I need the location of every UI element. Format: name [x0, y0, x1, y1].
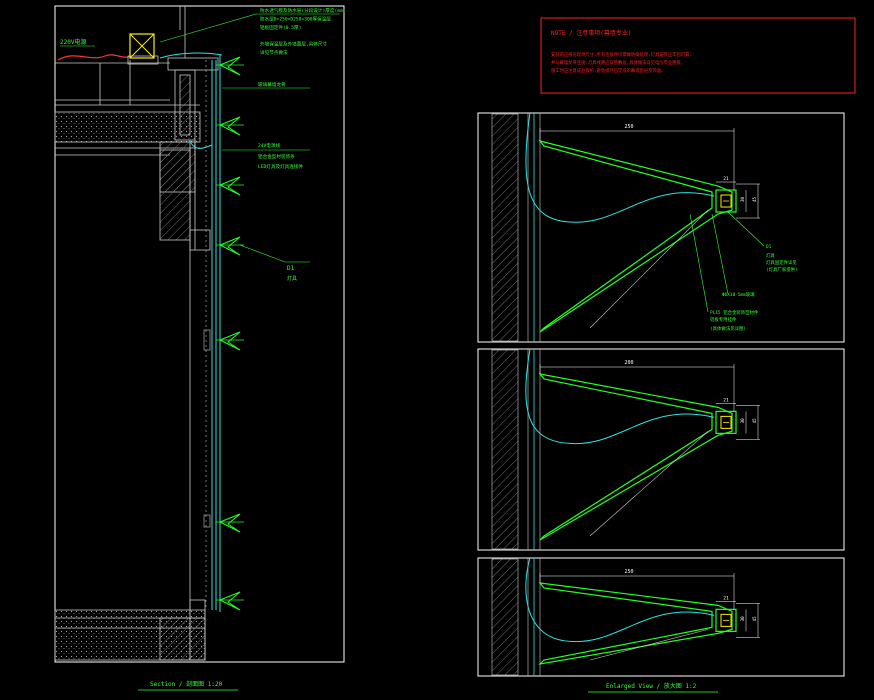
fin [218, 176, 241, 196]
note-title: NOTE / 注意事项(幕墙专业) [551, 29, 632, 37]
mullion-ticks [203, 60, 211, 610]
dim-h2-label: 45 [752, 616, 757, 622]
glass-curve [525, 557, 715, 642]
section-notes-top: 防水透气膜及防水层(分段设计)厚度(mm) 防水层D=250×D250×300厚保… [260, 7, 346, 56]
fixture-box [715, 189, 737, 213]
dim-top-label: 200 [624, 360, 633, 366]
section-view: 220V电源 [54, 5, 346, 691]
detail-panel-2: 200 21 30 45 [477, 348, 845, 551]
fins [216, 56, 244, 611]
section-note-top-0: 防水透气膜及防水层(分段设计)厚度(mm) [260, 7, 346, 14]
junction-box [127, 33, 159, 65]
dim-h1-label: 30 [740, 616, 745, 622]
section-note-top-2: 铝板固定件(0.5厚) [260, 24, 301, 31]
detail-frame [477, 557, 845, 677]
wall-hatch [491, 558, 519, 676]
fin-outline [538, 373, 733, 541]
wall-hatch [491, 349, 519, 550]
dim-h1-label: 30 [740, 418, 745, 424]
wall-lines [54, 6, 211, 661]
section-frame [54, 5, 345, 663]
note-box: NOTE / 注意事项(幕墙专业) 安装前应核对现场尺寸,所有连接件均需做防腐处… [540, 17, 856, 94]
brace [589, 629, 709, 661]
detail-panel-3: 250 21 30 45 [477, 557, 845, 677]
detail-frame [477, 348, 845, 551]
section-note-mid-2: 铝合金型材装饰条 [258, 153, 295, 160]
wall-hatch [491, 113, 519, 342]
note-line-1: 并与幕墙龙骨连接,灯具线路应穿管敷设,具体做法详见电气专业图纸, [551, 59, 683, 66]
detail-frame [477, 112, 845, 343]
coping [167, 57, 219, 141]
note-line-2: 施工时应注意成品保护,避免损坏已完成的幕墙面层及饰面。 [551, 67, 665, 74]
dim-w-label: 21 [723, 176, 729, 182]
section-note-top-3: 外墙保温层及外墙面层,具体尺寸 [260, 41, 327, 48]
callout-5: PL15 铝合金装饰型材件 [710, 309, 759, 316]
section-note-top-4: 详见节点做法 [260, 49, 288, 56]
callout-0: D1 [766, 244, 772, 250]
glass-curve [525, 348, 715, 444]
callout-1: 灯具 [766, 252, 775, 259]
glass-panel [159, 52, 223, 612]
dim-top-label: 250 [624, 569, 633, 575]
section-note-mid-3: LED灯具及灯具连接件 [258, 163, 303, 170]
brace [589, 431, 709, 537]
dim-h2-label: 45 [752, 196, 757, 202]
fixture-lamp [720, 415, 732, 429]
fin [218, 591, 241, 611]
rain-curve [57, 54, 133, 61]
rain-label: 220V电源 [60, 38, 86, 46]
brace [589, 209, 709, 329]
fin [218, 116, 241, 136]
dim-h2-label: 45 [752, 418, 757, 424]
fin [218, 513, 241, 533]
fin [218, 56, 241, 76]
fin [218, 236, 241, 256]
d1-label: D1 [287, 265, 295, 272]
note-lines: 安装前应核对现场尺寸,所有连接件均需做防腐处理,灯具安装应牢固可靠,并与幕墙龙骨… [551, 51, 692, 74]
fixture-box [715, 608, 737, 632]
fixture-lamp [720, 194, 732, 208]
section-note-mid-1: 24V电源线 [258, 142, 280, 149]
dim-w-label: 21 [723, 397, 729, 403]
callout-6: 铝板专用挂件 [710, 316, 737, 323]
note-line-0: 安装前应核对现场尺寸,所有连接件均需做防腐处理,灯具安装应牢固可靠, [551, 51, 692, 58]
callout-7: (具体做法见详图) [710, 325, 746, 332]
callout-leader [711, 213, 729, 295]
fin-outline [538, 139, 733, 333]
section-caption: Section / 剖面图 1:20 [150, 680, 223, 688]
dim-h1-label: 30 [740, 196, 745, 202]
dim-w-label: 21 [723, 595, 729, 601]
fin [218, 331, 241, 351]
leaders [159, 13, 340, 263]
callout-leader [689, 213, 709, 313]
enlarged-caption: Enlarged View / 放大图 1:2 [606, 682, 697, 690]
callout-2: 灯具固定件详见 [766, 259, 797, 266]
fixture-lamp [720, 613, 732, 627]
callout-4: Φ6X10 5mm玻璃 [722, 291, 755, 298]
fixture-box [715, 410, 737, 434]
dim-top-label: 250 [624, 124, 633, 130]
callout-leader [727, 211, 765, 247]
section-note-top-1: 防水层D=250×D250×300厚保温层 [260, 16, 331, 23]
section-note-mid-0: 玻璃幕墙龙骨 [258, 81, 286, 88]
glass-curve [525, 112, 715, 223]
callout-3: (灯具厂家提供) [766, 266, 798, 273]
d1-sub: 灯具 [287, 275, 297, 282]
